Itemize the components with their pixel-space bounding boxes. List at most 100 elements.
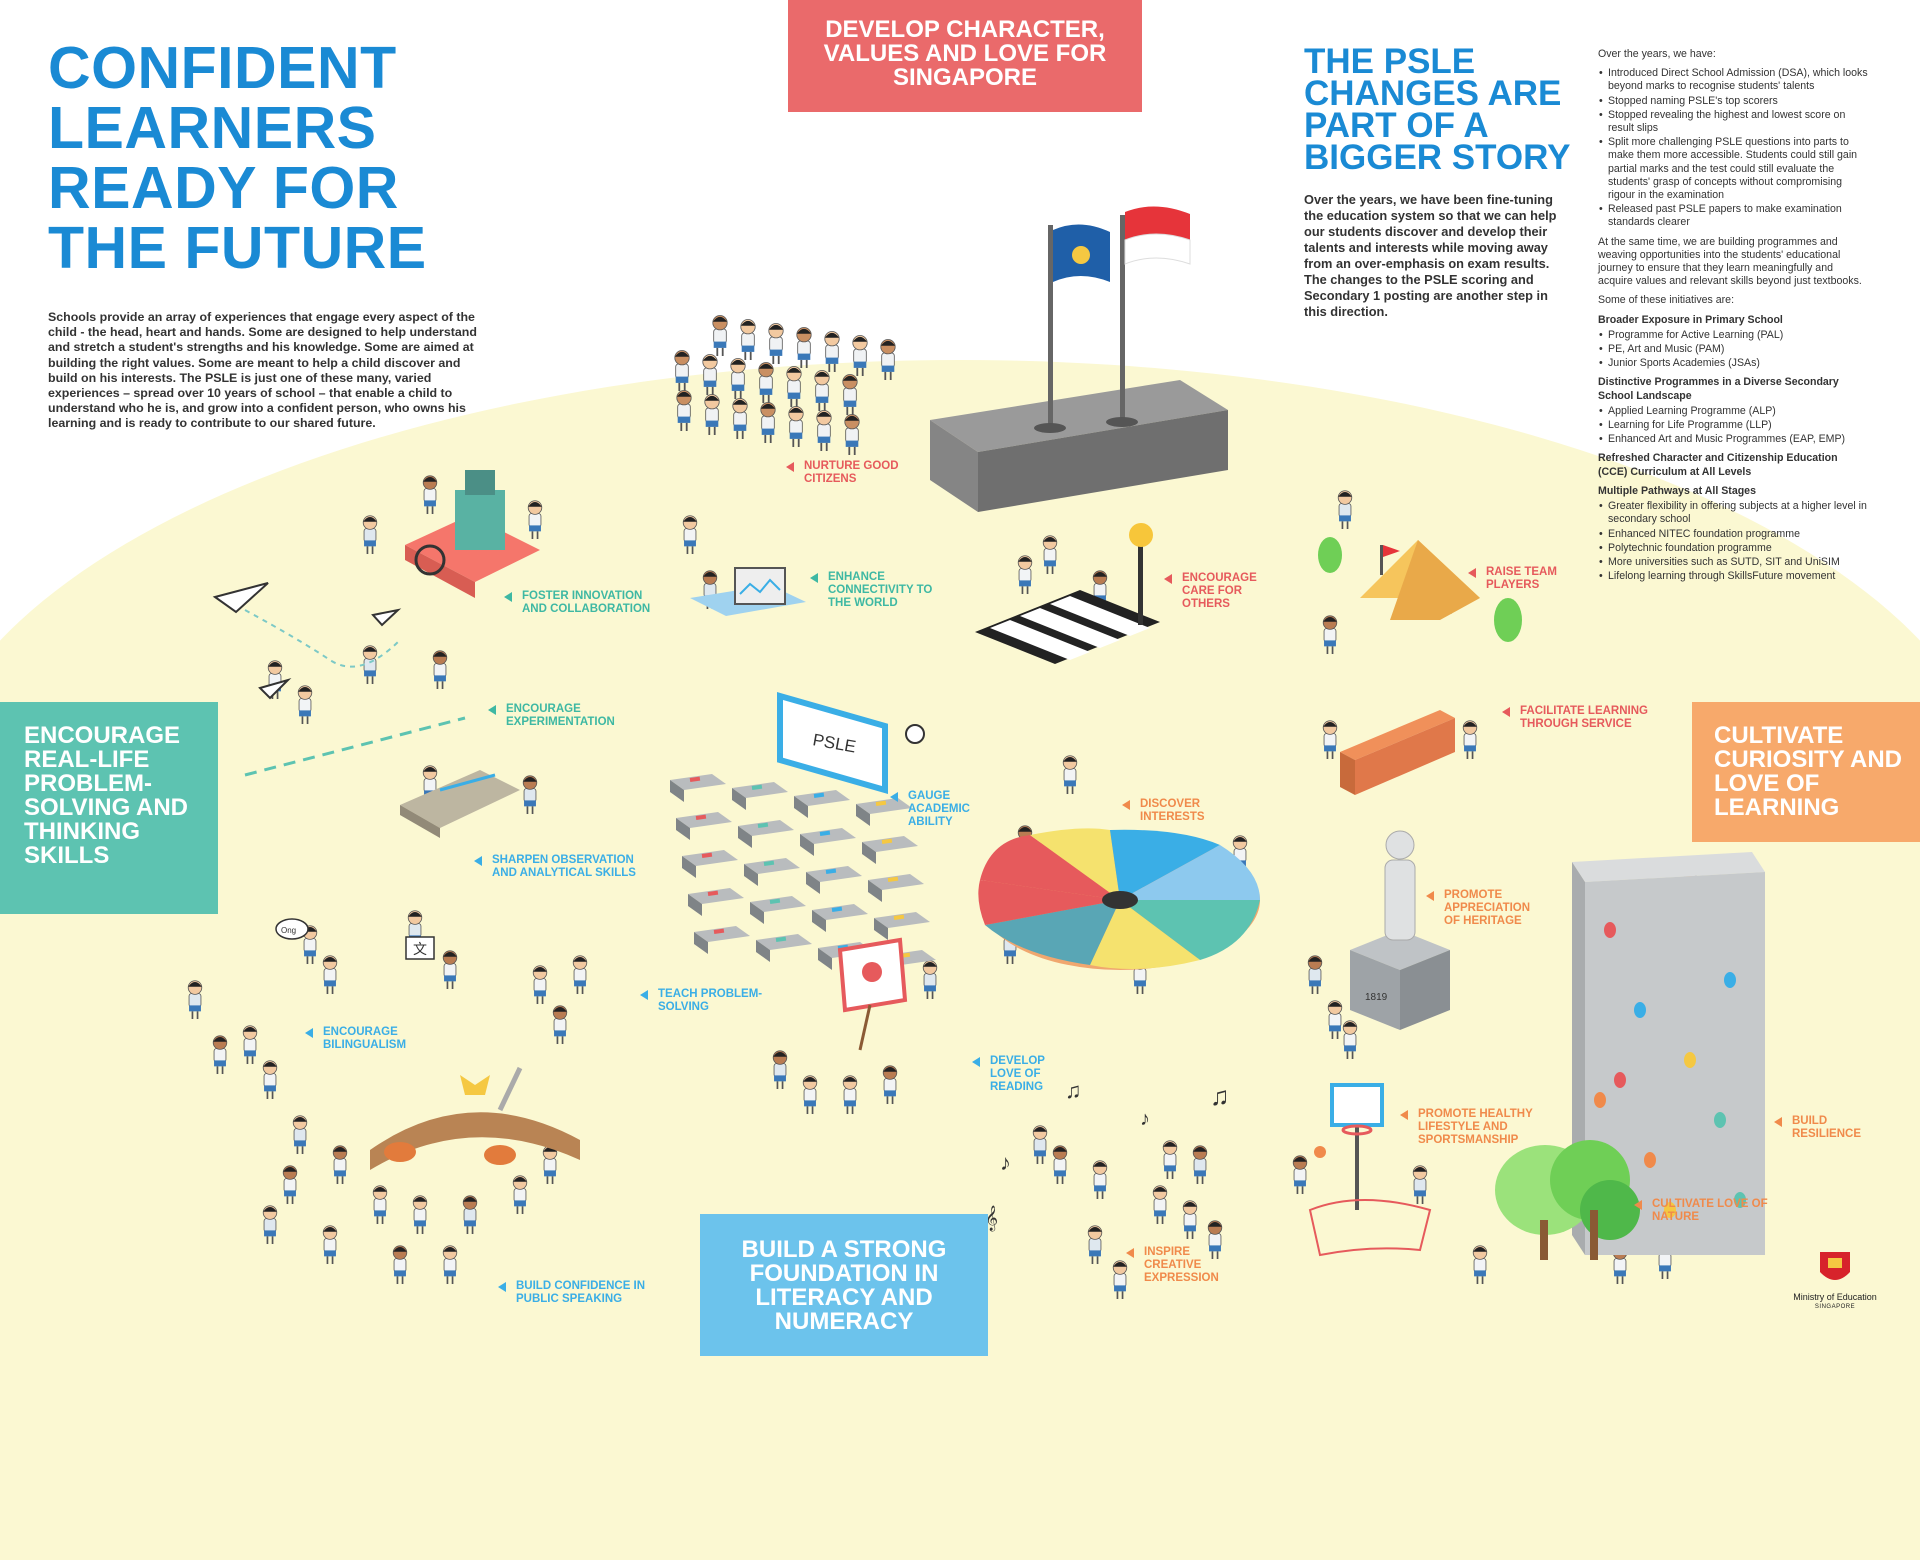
- plinth-label: 1819: [1365, 992, 1388, 1003]
- desk: [694, 926, 750, 954]
- desk: [868, 874, 924, 902]
- climbing-hold: [1724, 972, 1736, 988]
- parachute-illustration: [978, 828, 1260, 970]
- ball-icon: [1314, 1146, 1326, 1158]
- list-item: Released past PSLE papers to make examin…: [1599, 203, 1868, 229]
- music-note-icons: ♫ ♪ ♫ ♪ 𝄞: [985, 1078, 1230, 1231]
- student-figure: [786, 366, 802, 407]
- section-heading: Multiple Pathways at All Stages: [1598, 484, 1756, 497]
- student-figure: [1462, 720, 1478, 759]
- label-cultivate-nature: CULTIVATE LOVE OF NATURE: [1634, 1198, 1772, 1224]
- student-figure: [740, 319, 756, 360]
- student-figure: [682, 515, 698, 554]
- basketball-court-illustration: [1308, 1083, 1432, 1257]
- student-figure: [674, 350, 690, 391]
- student-figure: [1207, 1220, 1223, 1259]
- student-figure: [844, 414, 860, 455]
- chinese-card-text: 文: [413, 941, 427, 957]
- svg-text:♫: ♫: [1065, 1078, 1082, 1103]
- student-figure: [392, 1245, 408, 1284]
- list-item: Enhanced NITEC foundation programme: [1599, 528, 1868, 541]
- label-nurture-good-citizens: NURTURE GOOD CITIZENS: [786, 460, 924, 486]
- zebra-crossing-illustration: [975, 523, 1160, 664]
- label-enhance-connectivity: ENHANCE CONNECTIVITY TO THE WORLD: [810, 571, 938, 610]
- student-figure: [1322, 720, 1338, 759]
- student-figure: [522, 775, 538, 814]
- climbing-hold: [1604, 922, 1616, 938]
- desk: [676, 812, 732, 840]
- desk: [756, 934, 812, 962]
- moe-name: Ministry of Education: [1793, 1292, 1877, 1302]
- student-figure: [332, 1145, 348, 1184]
- student-figure: [1472, 1245, 1488, 1284]
- singapore-flag-icon: [1125, 206, 1190, 240]
- student-figure: [572, 955, 588, 994]
- moe-logo: Ministry of Education SINGAPORE: [1790, 1250, 1880, 1312]
- student-figure: [1342, 1020, 1358, 1059]
- student-figure: [730, 358, 746, 399]
- trees-illustration: [1495, 1140, 1640, 1260]
- student-figure: [772, 1050, 788, 1089]
- desk: [874, 912, 930, 940]
- student-figure: [1152, 1185, 1168, 1224]
- student-figure: [1092, 1160, 1108, 1199]
- student-figure: [1042, 535, 1058, 574]
- student-figure: [262, 1060, 278, 1099]
- student-figure: [412, 1195, 428, 1234]
- student-figure: [852, 335, 868, 376]
- student-figure: [242, 1025, 258, 1064]
- climbing-hold: [1714, 1112, 1726, 1128]
- student-figure: [1412, 1165, 1428, 1204]
- student-figure: [802, 1075, 818, 1114]
- student-figure: [1292, 1155, 1308, 1194]
- student-figure: [442, 950, 458, 989]
- label-teach-problem-solving: TEACH PROBLEM-SOLVING: [640, 988, 798, 1014]
- student-figure: [1017, 555, 1033, 594]
- book-easel-illustration: [837, 937, 908, 1051]
- climbing-hold: [1664, 1202, 1676, 1218]
- desk: [862, 836, 918, 864]
- student-figure: [842, 374, 858, 415]
- label-gauge-academic: GAUGE ACADEMIC ABILITY: [890, 790, 998, 829]
- desk: [732, 782, 788, 810]
- label-encourage-bilingualism: ENCOURAGE BILINGUALISM: [305, 1026, 443, 1052]
- student-figure: [552, 1005, 568, 1044]
- student-figure: [922, 960, 938, 999]
- climbing-hold: [1594, 1092, 1606, 1108]
- student-figure: [1307, 955, 1323, 994]
- para-initiatives: Some of these initiatives are:: [1598, 294, 1735, 307]
- initiatives-column: Over the years, we have: Introduced Dire…: [1598, 48, 1868, 589]
- lab-table-illustration: [400, 770, 520, 838]
- desk: [670, 774, 726, 802]
- desk: [806, 866, 862, 894]
- label-foster-innovation: FOSTER INNOVATION AND COLLABORATION: [504, 590, 662, 616]
- section-heading: Broader Exposure in Primary School: [1598, 313, 1783, 326]
- section-list: Greater flexibility in offering subjects…: [1598, 500, 1868, 583]
- svg-text:♫: ♫: [1210, 1081, 1230, 1111]
- label-facilitate-service: FACILITATE LEARNING THROUGH SERVICE: [1502, 705, 1660, 731]
- student-figure: [816, 410, 832, 451]
- student-figure: [322, 1225, 338, 1264]
- desk: [750, 896, 806, 924]
- section-list: Applied Learning Programme (ALP) Learnin…: [1598, 405, 1868, 447]
- list-item: Stopped naming PSLE's top scorers: [1599, 95, 1868, 108]
- stage-illustration: [370, 1066, 580, 1170]
- intro-paragraph: Schools provide an array of experiences …: [48, 310, 477, 431]
- student-figure: [1052, 1145, 1068, 1184]
- psle-title: THE PSLE CHANGES ARE PART OF A BIGGER ST…: [1304, 42, 1571, 177]
- list-item: Programme for Active Learning (PAL): [1599, 329, 1868, 342]
- brick-wall-illustration: [1340, 710, 1455, 795]
- label-promote-healthy: PROMOTE HEALTHY LIFESTYLE AND SPORTSMANS…: [1400, 1108, 1558, 1147]
- clock-icon: [905, 724, 925, 744]
- student-figure: [322, 955, 338, 994]
- student-figure: [704, 394, 720, 435]
- list-item: Introduced Direct School Admission (DSA)…: [1599, 67, 1868, 93]
- student-figure: [796, 327, 812, 368]
- student-figure: [788, 406, 804, 447]
- box-curiosity: CULTIVATE CURIOSITY AND LOVE OF LEARNING: [1692, 702, 1920, 842]
- speech-bubble-text: Ong: [281, 926, 296, 935]
- student-figure: [462, 1195, 478, 1234]
- main-title: CONFIDENT LEARNERS READY FOR THE FUTURE: [48, 35, 427, 281]
- section-heading: Distinctive Programmes in a Diverse Seco…: [1598, 376, 1839, 402]
- box-foundation: BUILD A STRONG FOUNDATION IN LITERACY AN…: [700, 1214, 988, 1356]
